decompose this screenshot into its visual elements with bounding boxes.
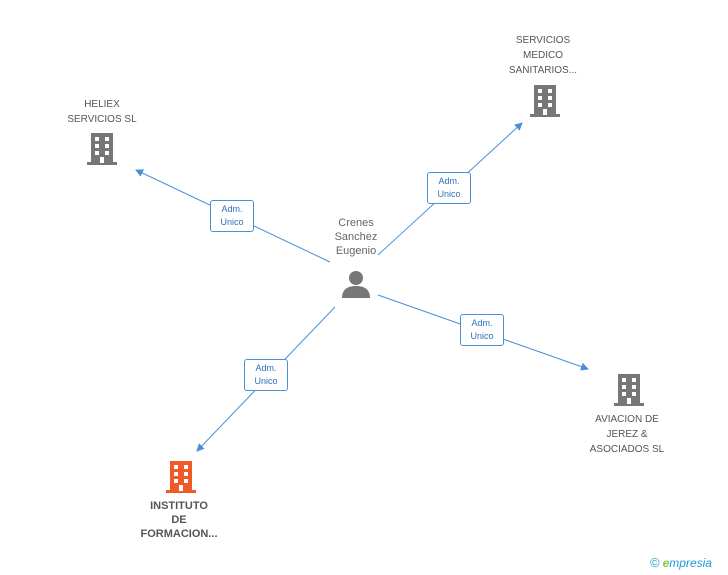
node-label-line: INSTITUTO (150, 500, 208, 512)
person-icon[interactable] (342, 271, 370, 298)
edge-label-line: Adm. (255, 363, 277, 373)
brand-initial: e (662, 556, 670, 570)
node-label-line: ASOCIADOS SL (589, 444, 665, 455)
edge-label-line: Unico (220, 217, 244, 227)
node-label-line: SERVICIOS SL (67, 114, 137, 125)
center-person-label[interactable]: Crenes Sanchez Eugenio (316, 216, 396, 258)
node-label-aviacion[interactable]: AVIACION DE JEREZ & ASOCIADOS SL (572, 412, 682, 457)
edge-label-line: Adm. (438, 176, 460, 186)
edge-label-line: Adm. (221, 204, 243, 214)
center-name-line: Sanchez (334, 231, 378, 243)
edge-label-line: Unico (437, 189, 461, 199)
node-label-line: HELIEX (84, 99, 120, 110)
edge-label-line: Unico (470, 331, 494, 341)
node-label-line: MEDICO (523, 50, 563, 61)
building-icon[interactable] (166, 461, 196, 493)
center-name-line: Crenes (338, 217, 374, 229)
building-icon[interactable] (614, 374, 644, 406)
node-label-line: AVIACION DE (595, 414, 659, 425)
edge-label-instituto[interactable]: Adm. Unico (244, 359, 288, 391)
node-label-line: DE (171, 514, 187, 526)
node-label-instituto[interactable]: INSTITUTO DE FORMACION... (124, 499, 234, 541)
edge-label-aviacion[interactable]: Adm. Unico (460, 314, 504, 346)
building-icon[interactable] (87, 133, 117, 165)
brand-name: mpresia (669, 556, 712, 570)
edge-label-line: Unico (254, 376, 278, 386)
empresia-logo: ©empresia (650, 555, 712, 570)
node-label-line: JEREZ & (606, 429, 648, 440)
node-label-servicios[interactable]: SERVICIOS MEDICO SANITARIOS... (488, 33, 598, 78)
copyright-symbol: © (650, 555, 660, 570)
building-icon[interactable] (530, 85, 560, 117)
node-label-line: SERVICIOS (515, 35, 571, 46)
edge-label-heliex[interactable]: Adm. Unico (210, 200, 254, 232)
edge-label-servicios[interactable]: Adm. Unico (427, 172, 471, 204)
node-label-heliex[interactable]: HELIEX SERVICIOS SL (47, 97, 157, 127)
edge-label-line: Adm. (471, 318, 493, 328)
node-label-line: SANITARIOS... (508, 65, 578, 76)
center-name-line: Eugenio (335, 245, 377, 257)
node-label-line: FORMACION... (140, 528, 218, 540)
